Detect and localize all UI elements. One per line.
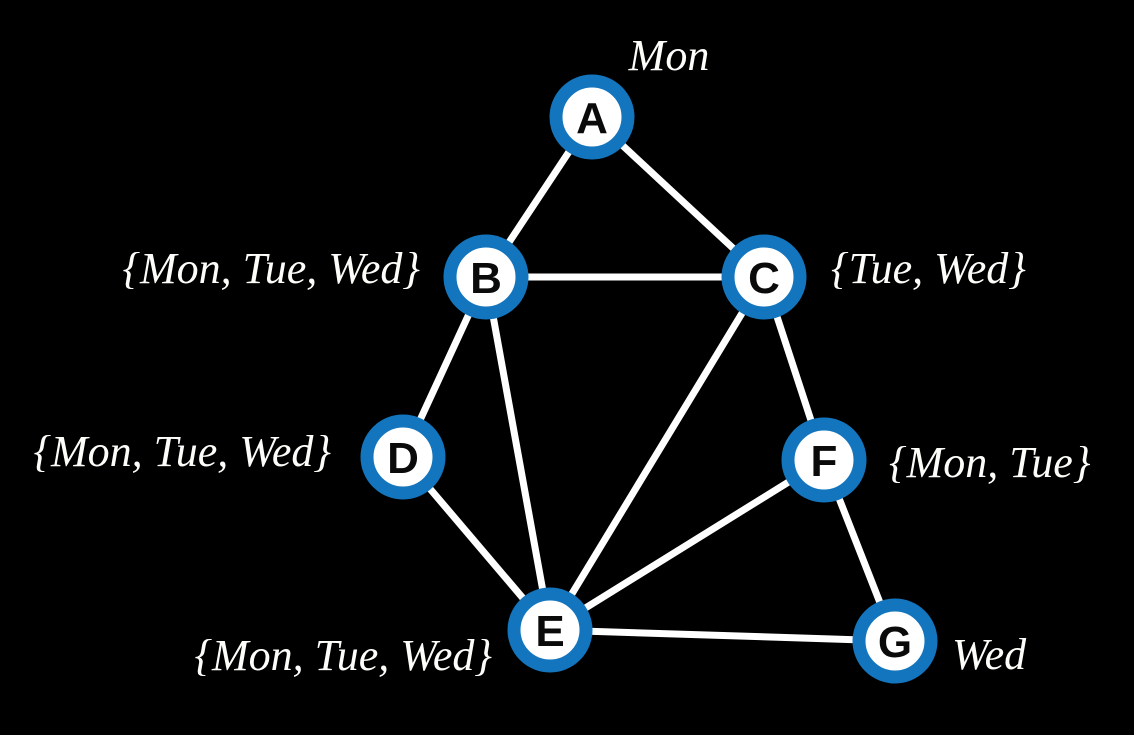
node-circle-F [781, 417, 867, 503]
edge-E-G [546, 626, 899, 645]
domain-label-E: {Mon, Tue, Wed} [194, 631, 492, 680]
node-circle-A [549, 74, 635, 160]
domain-label-C: {Tue, Wed} [831, 244, 1026, 293]
domain-label-B: {Mon, Tue, Wed} [122, 244, 420, 293]
domain-label-F: {Mon, Tue} [889, 438, 1091, 487]
edge-C-E [546, 273, 768, 634]
node-B: B [443, 234, 529, 320]
node-circle-G [852, 598, 938, 684]
node-circle-D [360, 414, 446, 500]
domain-label-A: Mon [628, 31, 710, 80]
domain-label-D: {Mon, Tue, Wed} [33, 427, 331, 476]
node-C: C [721, 234, 807, 320]
edges-layer [399, 113, 899, 645]
node-letter-C: C [748, 254, 780, 303]
node-circle-B [443, 234, 529, 320]
labels-layer: Mon {Mon, Tue, Wed} {Tue, Wed} {Mon, Tue, W… [33, 31, 1090, 680]
edge-B-E [482, 273, 554, 634]
node-letter-D: D [387, 434, 419, 483]
node-letter-A: A [576, 94, 608, 143]
node-F: F [781, 417, 867, 503]
node-letter-G: G [878, 618, 912, 667]
edge-E-F [546, 456, 828, 634]
node-letter-F: F [811, 437, 838, 486]
node-E: E [507, 587, 593, 673]
node-letter-E: E [535, 607, 564, 656]
node-A: A [549, 74, 635, 160]
node-D: D [360, 414, 446, 500]
nodes-layer: A B C D E F G [360, 74, 938, 684]
node-circle-E [507, 587, 593, 673]
node-letter-B: B [470, 254, 502, 303]
domain-label-G: Wed [952, 630, 1027, 679]
node-G: G [852, 598, 938, 684]
node-circle-C [721, 234, 807, 320]
